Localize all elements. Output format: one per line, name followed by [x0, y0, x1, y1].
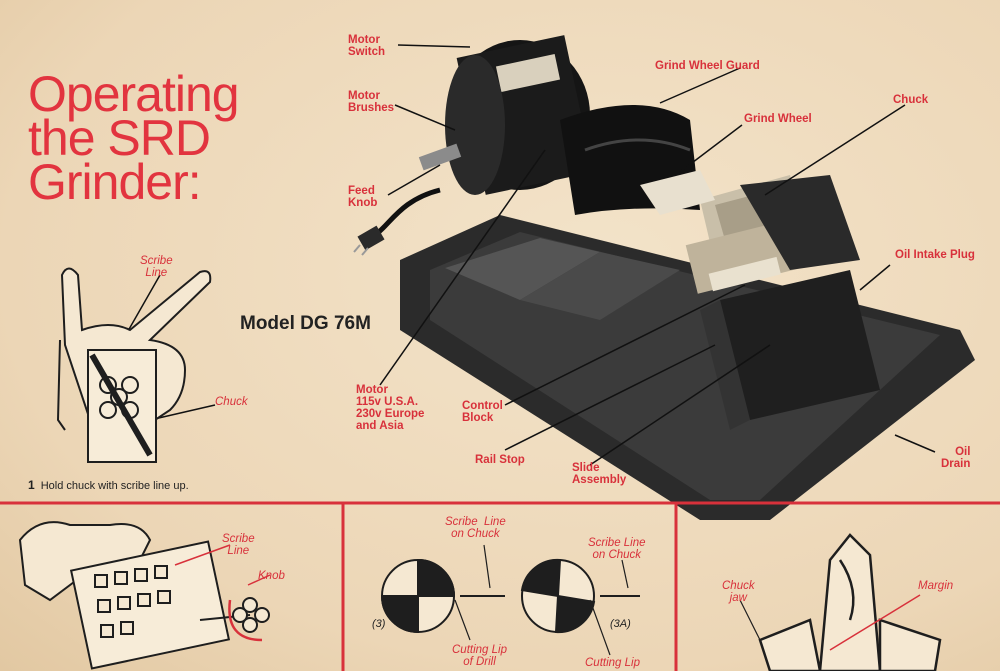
motor-label	[495, 54, 561, 92]
drill-end-view-3	[380, 544, 505, 641]
cutting-lip-label-b: Cutting Lip	[585, 657, 640, 669]
scribe-on-chuck-label-a: Scribe Line on Chuck	[445, 516, 506, 540]
label-chuck: Chuck	[893, 94, 929, 106]
label-motor: Motor 115v U.S.A. 230v Europe and Asia	[356, 384, 425, 432]
chuck-jaw-figure	[739, 533, 942, 671]
title-line-2: the SRD	[28, 110, 211, 166]
label-rail-stop: Rail Stop	[475, 454, 525, 466]
hand-knob-figure	[18, 521, 271, 670]
label-control-block: Control Block	[462, 400, 503, 424]
grind-wheel	[640, 170, 715, 215]
margin-label: Margin	[918, 580, 954, 592]
feed-knob	[418, 143, 462, 171]
label-slide-assembly: Slide Assembly	[572, 462, 627, 486]
hand-scribe-line-label: Scribe Line	[140, 255, 173, 279]
cutting-lip-label-a: Cutting Lip of Drill	[452, 644, 507, 668]
drill-end-view-3a	[520, 558, 640, 656]
panel2-scribe-line-label: Scribe Line	[222, 533, 255, 557]
title-line-3: Grinder:	[28, 154, 202, 210]
label-motor-switch: Motor Switch	[348, 34, 386, 58]
scribe-on-chuck-label-b: Scribe Line on Chuck	[588, 537, 646, 561]
label-feed-knob: Feed Knob	[348, 185, 378, 209]
label-oil-intake-plug: Oil Intake Plug	[895, 249, 975, 261]
label-grind-wheel: Grind Wheel	[744, 113, 812, 125]
fig-3-label: (3)	[372, 618, 386, 630]
hand-chuck-figure	[56, 267, 212, 463]
panel2-knob-label: Knob	[258, 570, 285, 582]
label-grind-wheel-guard: Grind Wheel Guard	[655, 60, 760, 72]
step-1-caption: 1 Hold chuck with scribe line up.	[28, 478, 189, 492]
fig-3a-label: (3A)	[610, 618, 631, 630]
nameplate	[445, 238, 600, 300]
page-title: Operating the SRD Grinder:	[28, 66, 278, 210]
model-number: Model DG 76M	[240, 313, 371, 334]
chuck-jaw-label: Chuck jaw	[722, 580, 755, 604]
label-motor-brushes: Motor Brushes	[348, 90, 395, 114]
hand-chuck-label: Chuck	[215, 396, 248, 408]
title-line-1: Operating	[28, 66, 240, 122]
label-oil-drain: Oil Drain	[941, 446, 971, 470]
step-text: Hold chuck with scribe line up.	[40, 480, 189, 492]
step-number: 1	[28, 478, 35, 492]
slide-assembly	[720, 270, 880, 420]
leader-lines	[119, 44, 936, 466]
